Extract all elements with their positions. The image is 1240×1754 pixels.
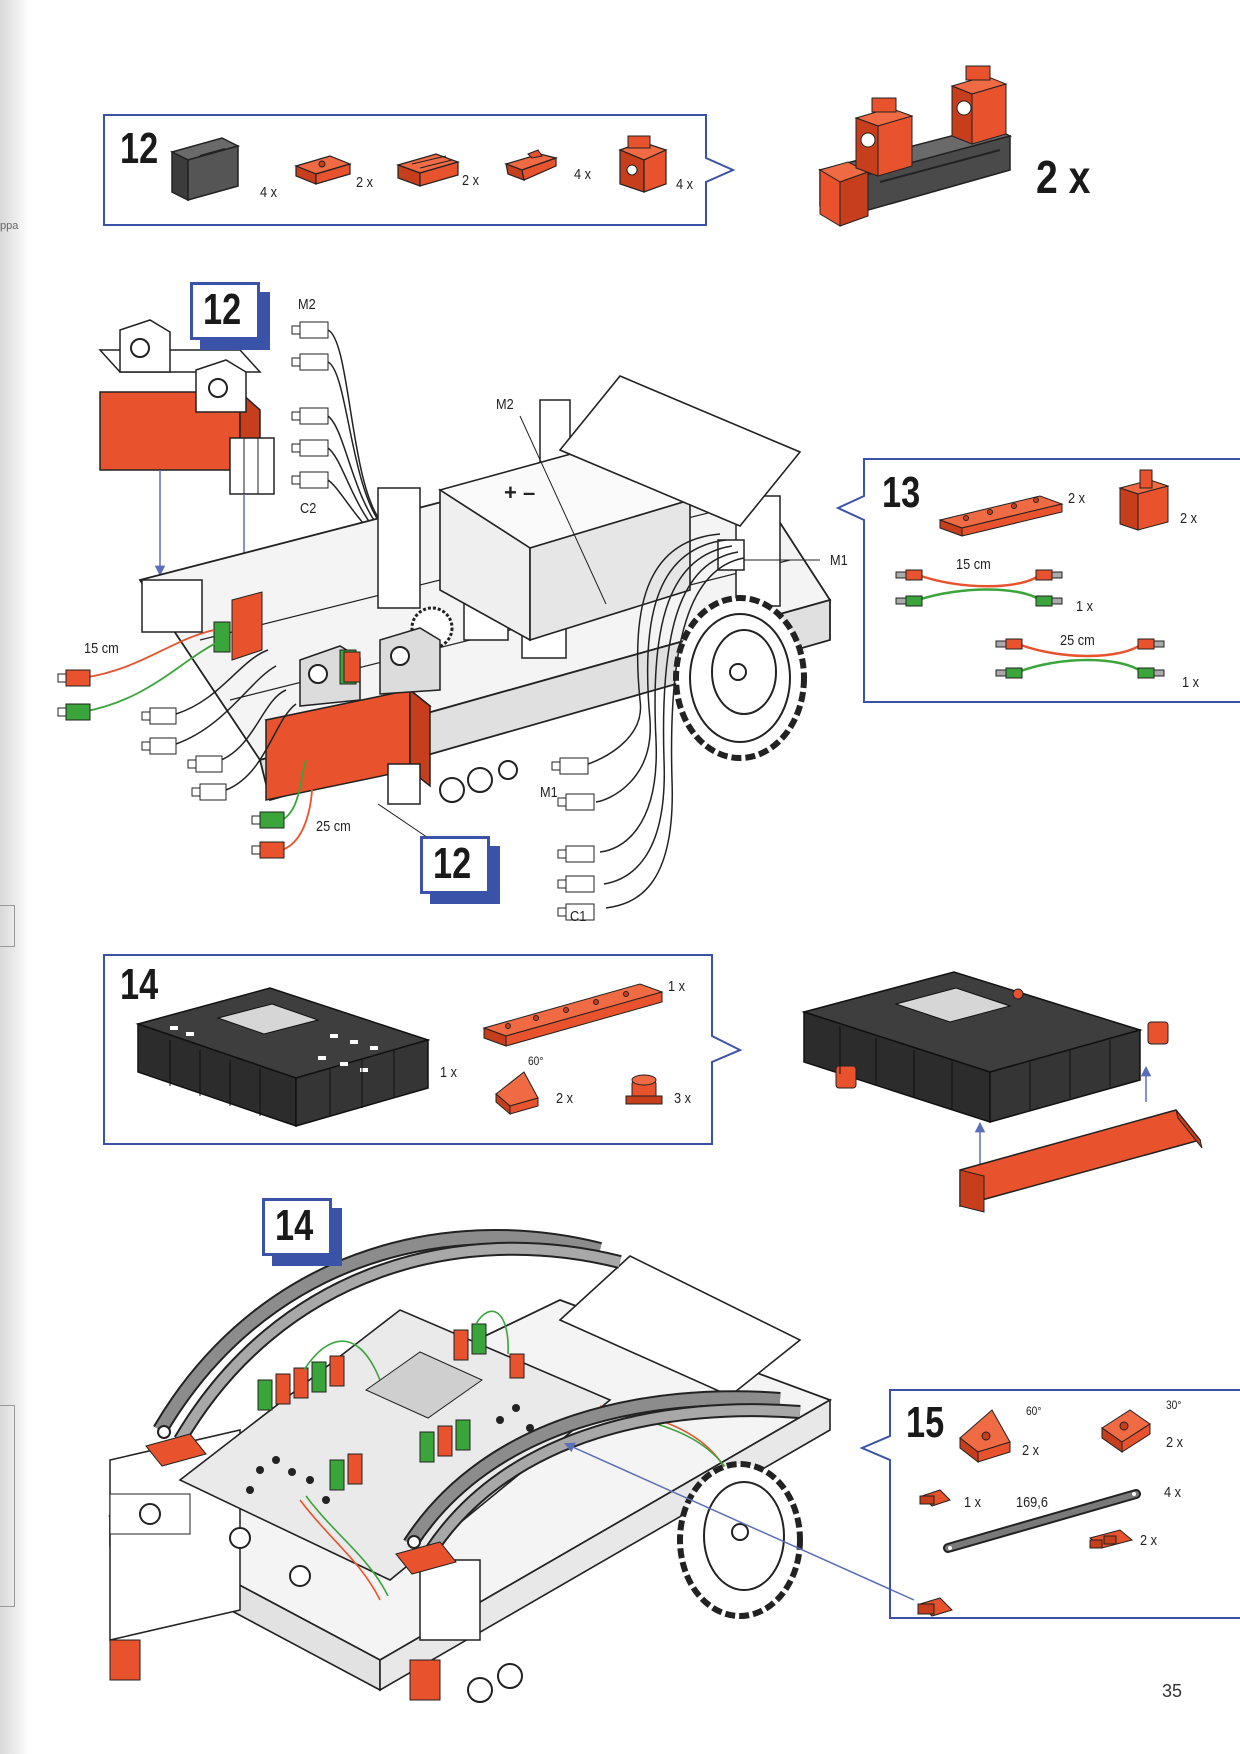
tractor-wheel	[673, 595, 807, 761]
red-double-clip-icon	[1088, 1529, 1134, 1549]
module-block-a	[98, 319, 275, 495]
label-cable-25: 25 cm	[316, 818, 351, 835]
small-wheels	[439, 760, 518, 803]
plug-column-c2	[291, 321, 329, 489]
step12-number: 12	[120, 124, 159, 173]
step13-qty-4: 1 x	[1182, 674, 1200, 691]
label-m2-mid: M2	[496, 396, 514, 413]
page-number: 35	[1161, 1681, 1182, 1701]
step14-qty-3: 2 x	[556, 1090, 574, 1107]
label-m1-bottom: M1	[540, 784, 558, 801]
step15-frame	[859, 1389, 1240, 1619]
step13-length-15: 15 cm	[956, 556, 991, 573]
step12-result-assembly	[818, 65, 1013, 227]
label-m1-right: M1	[830, 552, 848, 569]
step14-frame	[103, 954, 743, 1145]
red-hinge-block-icon	[618, 135, 668, 193]
step12-frame	[103, 114, 736, 226]
step15-strut-length: 169,6	[1016, 1494, 1048, 1511]
label-m2-top: M2	[298, 296, 316, 313]
step14-qty-2: 1 x	[668, 978, 686, 995]
gutter-text: ppa	[0, 220, 19, 232]
step12-qty-2: 2 x	[356, 174, 374, 191]
strut-mounts	[145, 1425, 457, 1575]
label-cable-15: 15 cm	[84, 640, 119, 657]
left-cables	[57, 629, 314, 859]
step14-angle: 60°	[528, 1054, 544, 1068]
step15-number: 15	[906, 1398, 945, 1447]
assembly1-tag-bottom: 12	[420, 836, 490, 894]
assembly2-plugs	[257, 1323, 525, 1491]
step15-qty-3: 1 x	[964, 1494, 982, 1511]
step12-qty-1: 4 x	[260, 184, 278, 201]
step15-qty-4: 4 x	[1164, 1484, 1182, 1501]
step13-frame	[835, 458, 1240, 703]
cable-15cm-icon	[895, 569, 1063, 607]
step14-number: 14	[120, 960, 159, 1009]
arched-struts	[153, 1228, 801, 1556]
assembly2-tag: 14	[262, 1198, 332, 1256]
step15-qty-5: 2 x	[1140, 1532, 1158, 1549]
red-flat-plate-icon	[938, 495, 1064, 537]
svg-text:+ –: + –	[504, 480, 535, 505]
plug-column-m1-c1	[551, 757, 595, 921]
step12-result-qty: 2 x	[1036, 151, 1091, 203]
label-c2: C2	[300, 500, 317, 517]
red-plate-icon	[294, 155, 352, 185]
step13-qty-2: 2 x	[1180, 510, 1198, 527]
step12-qty-4: 4 x	[574, 166, 592, 183]
red-long-plate-icon	[482, 983, 664, 1047]
binding-gutter	[0, 0, 30, 1754]
step15-qty-1: 2 x	[1022, 1442, 1040, 1459]
assembly1-tag-top: 12	[190, 282, 260, 340]
step14-result-board	[801, 971, 1203, 1213]
tractor-wheel-2	[677, 1461, 803, 1619]
red-angle-piece-icon	[504, 149, 559, 181]
red-round-block-icon	[625, 1074, 663, 1105]
step13-qty-1: 2 x	[1068, 490, 1086, 507]
step15-angle-30: 30°	[1166, 1398, 1182, 1412]
red-corner-piece-icon	[1118, 469, 1170, 531]
step14-qty-4: 3 x	[674, 1090, 692, 1107]
red-wedge-60-icon	[959, 1409, 1011, 1464]
red-wedge-60-icon	[495, 1071, 539, 1116]
step13-length-25: 25 cm	[1060, 632, 1095, 649]
step12-qty-5: 4 x	[676, 176, 694, 193]
module-block-b	[213, 591, 441, 805]
step13-number: 13	[882, 468, 921, 517]
step15-qty-2: 2 x	[1166, 1434, 1184, 1451]
gutter-mark	[0, 905, 15, 947]
gutter-mark	[0, 1405, 15, 1607]
step13-qty-3: 1 x	[1076, 598, 1094, 615]
red-small-clip-icon	[919, 1489, 951, 1507]
dark-building-block-icon	[169, 137, 241, 202]
red-slotted-block-icon	[396, 153, 460, 187]
cable-25cm-icon	[995, 638, 1165, 679]
assembly2-board	[178, 1309, 612, 1581]
label-c1: C1	[570, 908, 587, 925]
strut-169-icon	[943, 1489, 1141, 1553]
step12-qty-3: 2 x	[462, 172, 480, 189]
step15-angle-60: 60°	[1026, 1404, 1042, 1418]
tilted-plate	[558, 375, 802, 527]
red-wedge-30-icon	[1101, 1409, 1151, 1453]
controller-board-icon	[135, 987, 431, 1128]
assembly2-plate	[558, 1255, 802, 1397]
step14-qty-1: 1 x	[440, 1064, 458, 1081]
